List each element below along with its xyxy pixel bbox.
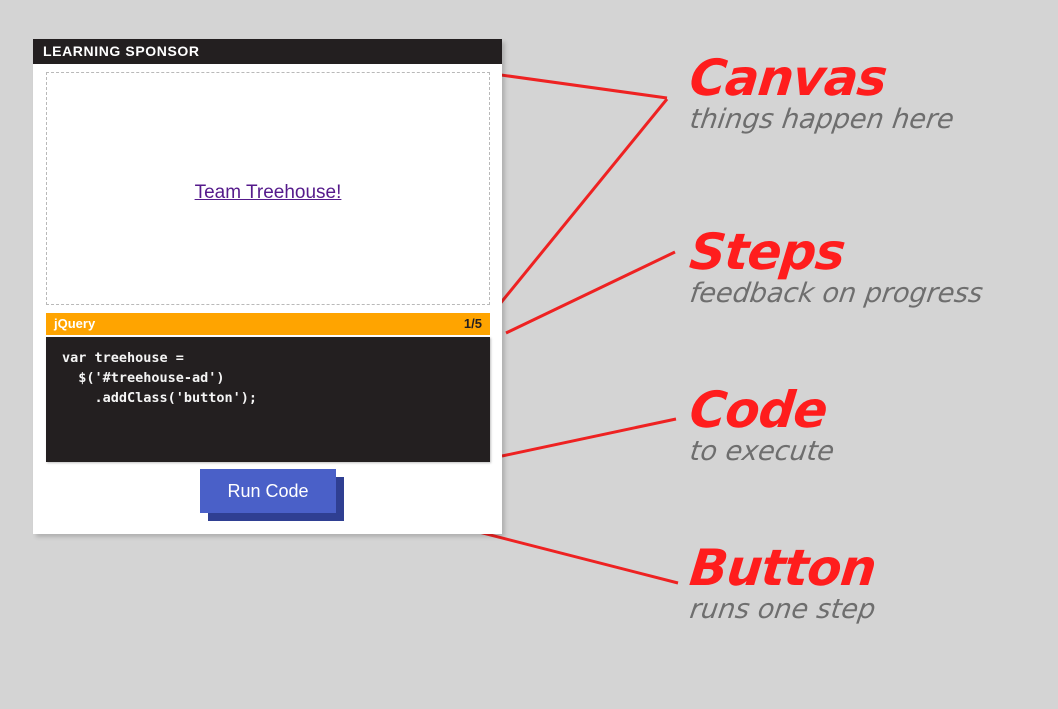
steps-bar: jQuery 1/5 — [46, 313, 490, 335]
run-code-button[interactable]: Run Code — [200, 469, 336, 513]
annotation-code: Code to execute — [686, 381, 837, 468]
canvas-area: Team Treehouse! — [46, 72, 490, 305]
annotation-steps-subtitle: feedback on progress — [687, 278, 985, 309]
leader-line-code — [505, 250, 676, 335]
annotation-canvas-subtitle: things happen here — [687, 104, 957, 135]
steps-library-label: jQuery — [54, 316, 96, 331]
leader-line-canvas — [493, 72, 668, 100]
annotation-canvas: Canvas things happen here — [686, 49, 957, 136]
annotation-steps-title: Steps — [686, 223, 848, 281]
annotation-button: Button runs one step — [686, 539, 879, 626]
learning-sponsor-panel: LEARNING SPONSOR Team Treehouse! jQuery … — [33, 39, 502, 534]
steps-counter: 1/5 — [463, 316, 482, 331]
leader-line-code-lower — [501, 417, 677, 458]
annotation-code-title: Code — [686, 381, 830, 439]
annotation-code-subtitle: to execute — [687, 436, 837, 467]
code-text: var treehouse = $('#treehouse-ad') .addC… — [62, 350, 258, 406]
leader-line-steps — [497, 98, 669, 306]
annotation-steps: Steps feedback on progress — [686, 223, 985, 310]
team-treehouse-link[interactable]: Team Treehouse! — [194, 182, 342, 203]
run-code-button-wrap: Run Code — [200, 469, 345, 521]
page-title: LEARNING SPONSOR — [43, 43, 200, 59]
annotation-canvas-title: Canvas — [686, 49, 890, 107]
code-block[interactable]: var treehouse = $('#treehouse-ad') .addC… — [46, 337, 490, 462]
annotation-button-subtitle: runs one step — [687, 594, 878, 625]
panel-header: LEARNING SPONSOR — [33, 39, 502, 64]
annotation-button-title: Button — [686, 539, 879, 597]
